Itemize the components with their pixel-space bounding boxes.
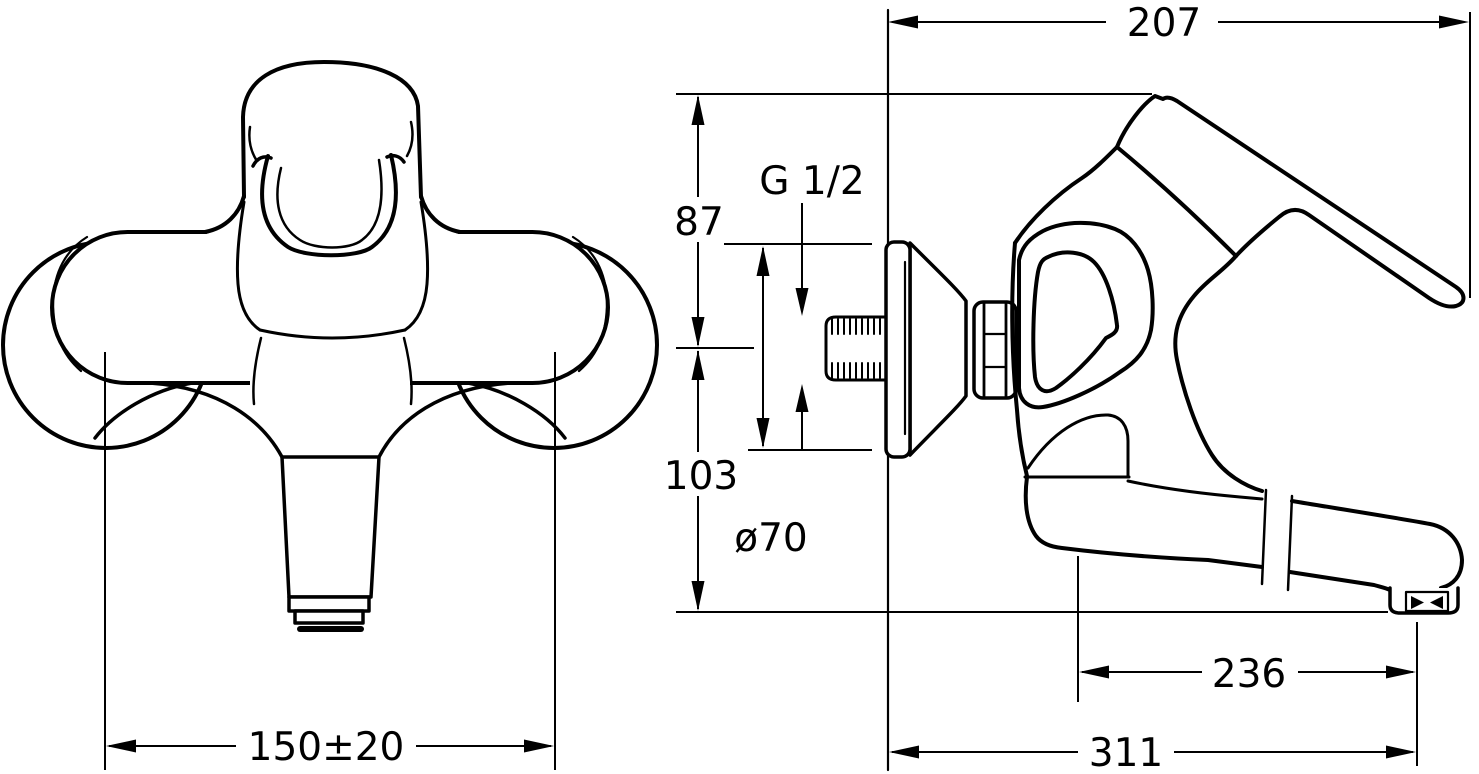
dim-label-311: 311	[1089, 731, 1163, 774]
dim-label-150: 150±20	[248, 725, 405, 770]
arrowhead-dia70-down	[756, 418, 770, 448]
lever-loop-inner	[276, 158, 383, 249]
neck-contour-right	[402, 336, 413, 406]
label-mask-103	[656, 454, 744, 496]
neck-cheek-left	[235, 200, 262, 332]
hub-seam	[1026, 413, 1130, 479]
lever-handle-side	[1115, 94, 1466, 309]
knob-shoulder-right	[419, 194, 462, 234]
spout-top-left	[1126, 479, 1264, 501]
spout-break-tick-1	[1260, 488, 1268, 586]
dim-label-103: 103	[664, 454, 738, 499]
hex-nut	[972, 300, 1018, 400]
knob-face-tick-left	[248, 125, 259, 163]
cone-escutcheon	[908, 241, 968, 457]
neck-bottom-curve	[258, 328, 407, 340]
label-mask-87	[670, 200, 726, 242]
front-view	[1, 58, 659, 632]
body-left-edge	[1010, 241, 1029, 478]
side-view	[824, 8, 1466, 772]
arrowhead-103-down	[691, 581, 705, 611]
arrowhead-311-right	[1386, 745, 1416, 759]
hex-nut-chamfers	[982, 332, 1008, 369]
spout-top-right	[1290, 499, 1464, 590]
arrowhead-236-right	[1386, 665, 1416, 679]
cone-base-plate	[884, 240, 912, 459]
body-handle-seam	[1115, 145, 1238, 258]
dim-label-dia70: ø70	[734, 516, 808, 561]
aerator-ring-1	[287, 595, 371, 613]
arrowhead-103-up	[691, 350, 705, 380]
arrowhead-311-left	[889, 745, 919, 759]
funnel-left	[148, 381, 284, 459]
arrowhead-87-up	[691, 95, 705, 125]
spout-front	[280, 455, 381, 599]
aerator-ring-2	[293, 609, 365, 625]
thread-pipe	[824, 315, 890, 382]
dim-label-87: 87	[674, 200, 724, 245]
arrowhead-207-right	[1439, 15, 1469, 29]
knob-shoulder-left	[203, 194, 246, 234]
bar-cap-arc-left	[51, 235, 89, 373]
spout-bottom-right	[1288, 570, 1392, 592]
lever-loop-outer	[260, 153, 398, 258]
spout-break-tick-2	[1286, 494, 1294, 592]
body-cap-seam-outer	[1017, 220, 1155, 410]
body-top-edge	[1013, 145, 1119, 245]
dim-label-236: 236	[1212, 652, 1286, 697]
label-masks	[240, 2, 1294, 773]
handle-knob	[241, 60, 423, 199]
arrowhead-dia70-up	[756, 246, 770, 276]
funnel-right	[377, 381, 512, 459]
arrowhead-236-left	[1079, 665, 1109, 679]
label-mask-236	[1206, 652, 1294, 694]
aerator-screen-bowtie-right	[1430, 596, 1443, 609]
neck-contour-left	[252, 336, 263, 406]
dim-label-207: 207	[1127, 1, 1201, 46]
thread-hatching	[831, 318, 887, 379]
bar-cap-arc-right	[571, 235, 609, 373]
arrowhead-87-down	[691, 317, 705, 347]
body-right-profile	[1173, 254, 1264, 493]
dim-label-thread: G 1/2	[759, 159, 864, 204]
hex-nut-facets	[982, 301, 1008, 399]
arrowhead-thread-up	[795, 384, 809, 412]
dimension-labels: 207 87 G 1/2 103 ø70 236 311 150±20	[248, 1, 1287, 774]
aerator-screen-bowtie-left	[1411, 596, 1424, 609]
knob-face-tick-right	[405, 120, 414, 158]
arrowhead-thread-down	[795, 288, 809, 316]
lever-hook-left	[251, 155, 273, 168]
label-mask-311	[1082, 731, 1170, 773]
arrowhead-150-right	[524, 739, 554, 753]
label-mask-150	[240, 725, 412, 767]
funnel-mask	[250, 376, 410, 390]
aerator-screen-box	[1404, 590, 1450, 613]
neck-cheek-right	[403, 200, 430, 332]
spout-bottom-left	[1023, 475, 1264, 569]
arrowhead-150-left	[106, 739, 136, 753]
arrowhead-207-left	[888, 15, 918, 29]
dimension-annotations	[104, 12, 1471, 770]
handle-neck-fill	[200, 58, 465, 348]
label-mask-207	[1112, 2, 1214, 42]
body-cap-seam-inner	[1031, 250, 1120, 394]
lever-hook-right	[385, 153, 406, 164]
